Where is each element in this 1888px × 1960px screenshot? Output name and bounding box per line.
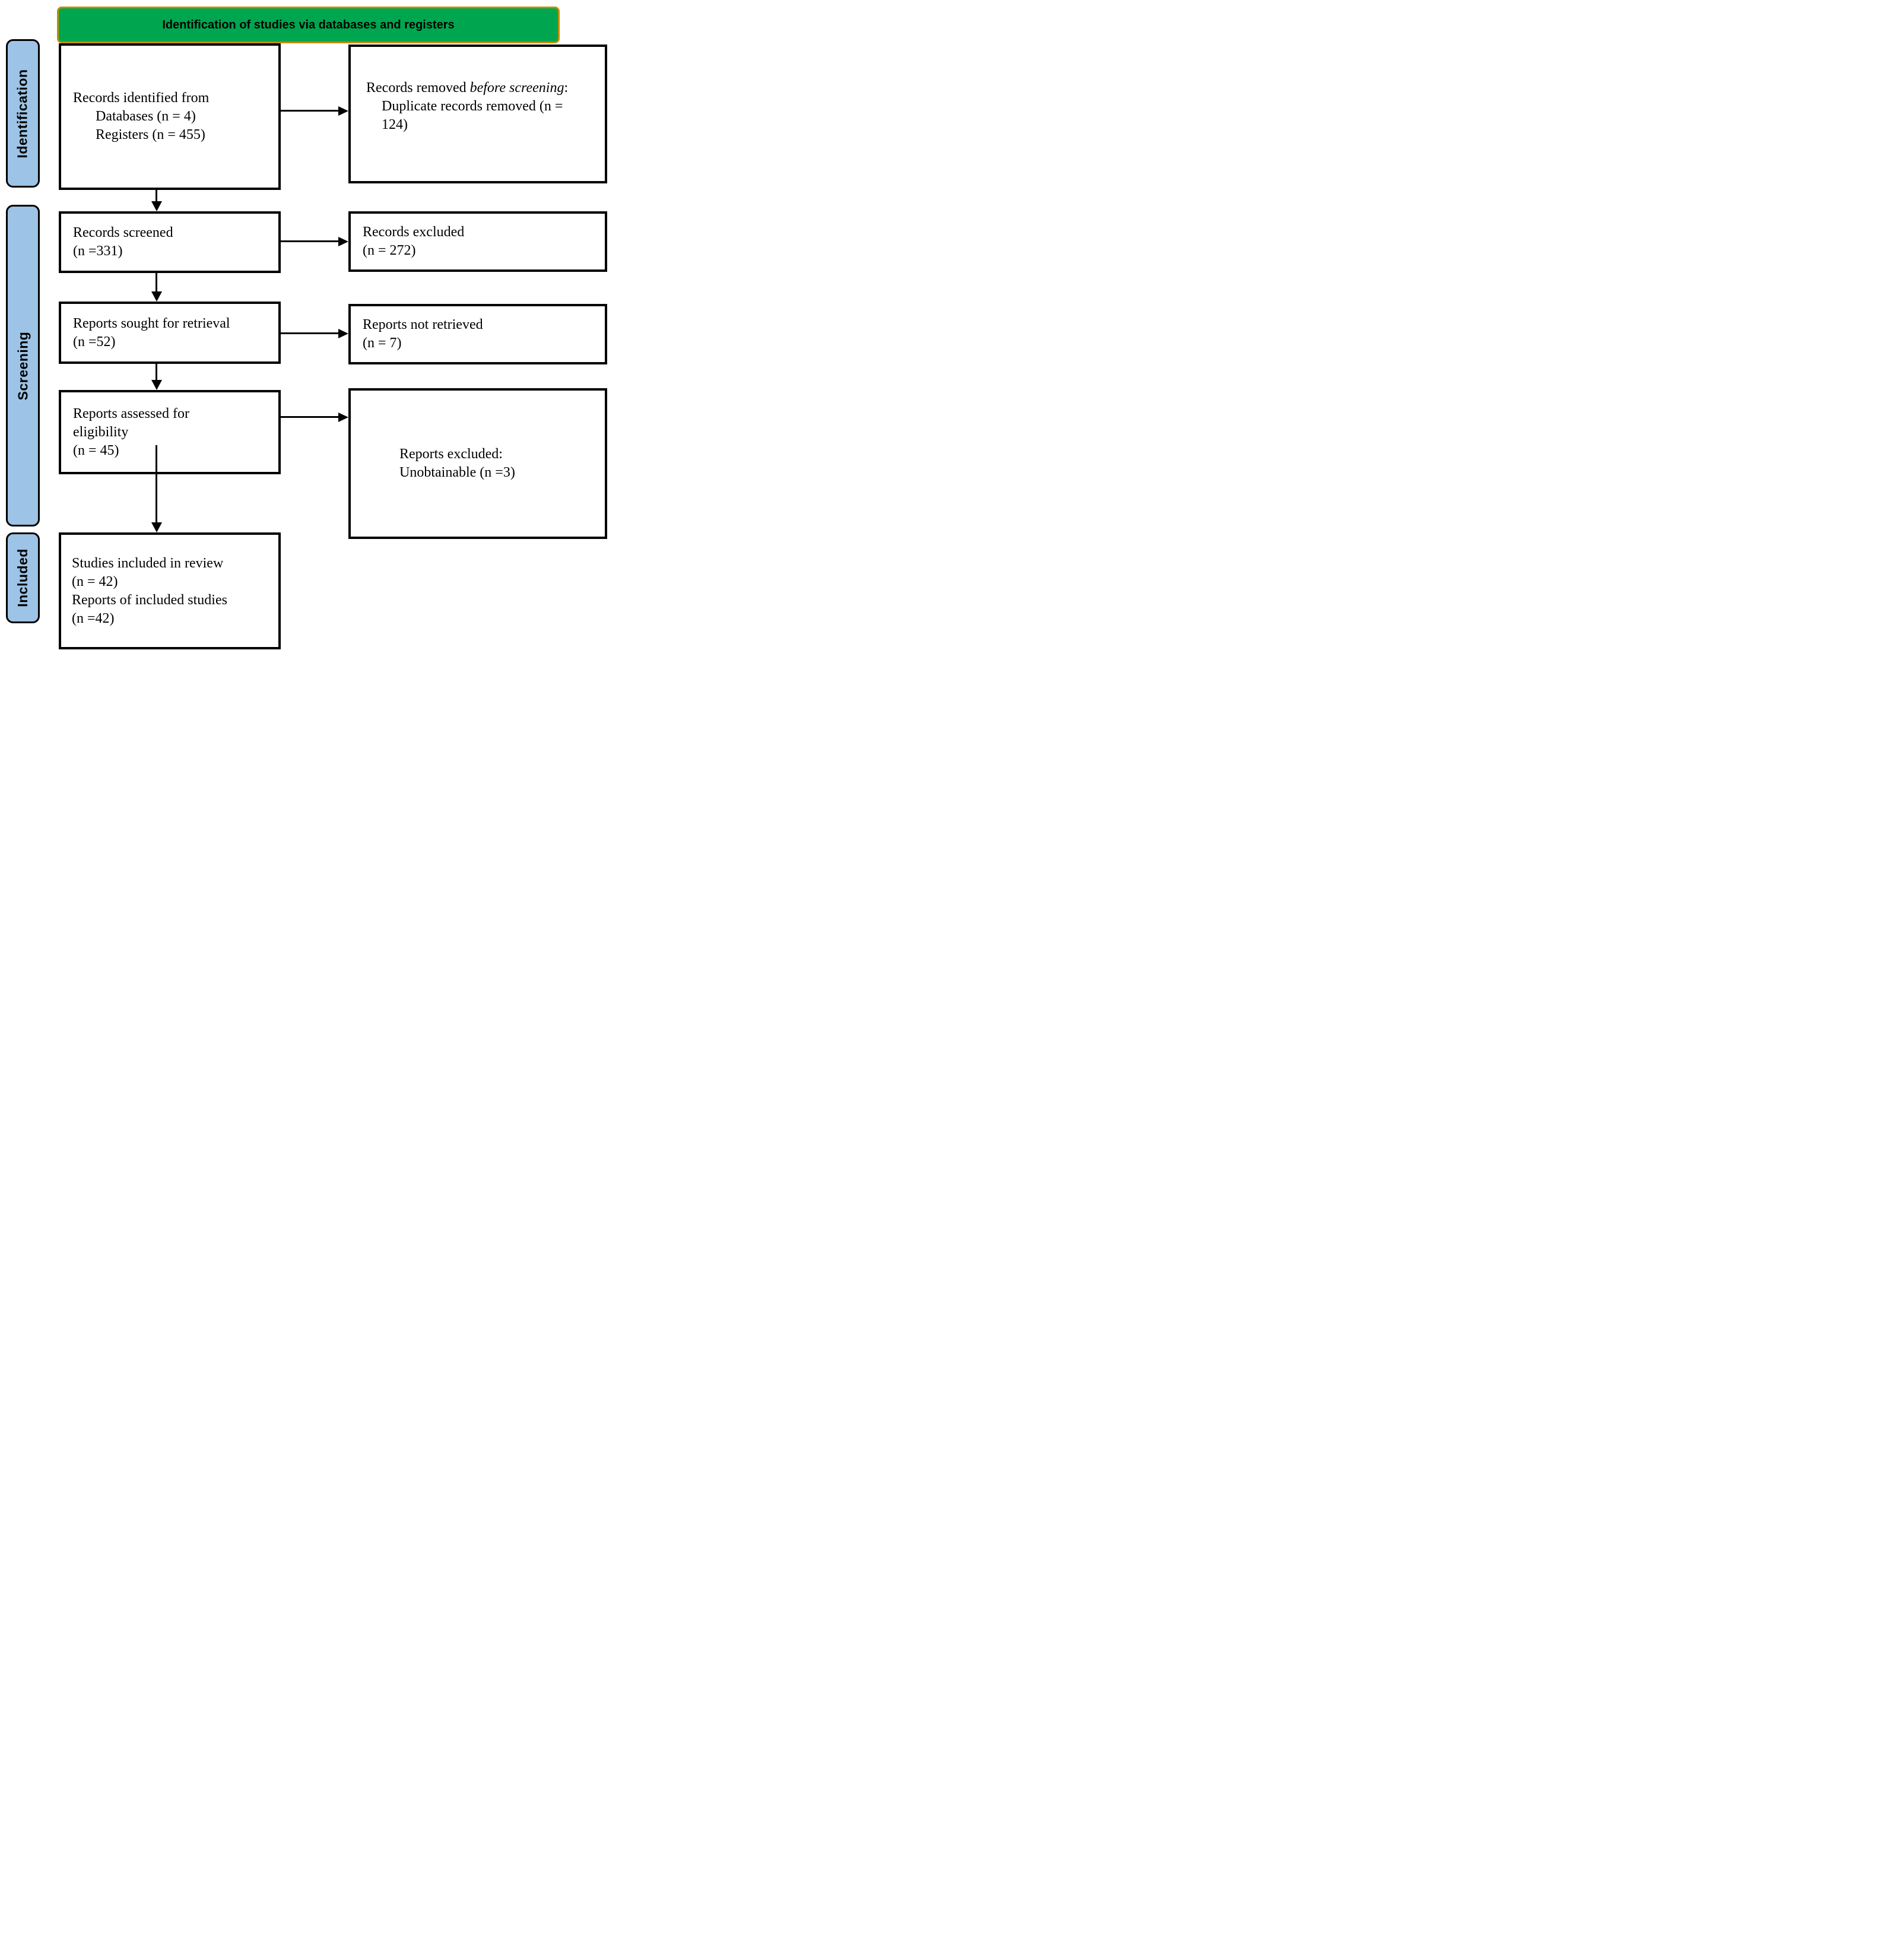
prisma-flow-diagram: Identification of studies via databases … (0, 0, 629, 653)
arrow-identified-to-screened-line (156, 190, 157, 203)
rail-screening-label: Screening (15, 331, 30, 400)
box-line: (n =331) (73, 243, 123, 259)
box-line: Databases (n = 4) (96, 109, 196, 124)
rail-included-label: Included (15, 548, 30, 607)
box-studies-included: Studies included in review (n = 42) Repo… (59, 532, 281, 649)
box-line: Reports of included studies (72, 592, 227, 608)
text-segment-italic: before screening (469, 80, 564, 96)
box-line: Unobtainable (n =3) (399, 465, 515, 480)
box-reports-excluded: Reports excluded: Unobtainable (n =3) (348, 388, 607, 539)
box-line: (n =52) (73, 334, 116, 350)
box-reports-sought: Reports sought for retrieval (n =52) (59, 302, 281, 364)
box-line: Records excluded (363, 224, 465, 240)
header-banner: Identification of studies via databases … (57, 7, 560, 43)
arrow-screened-to-sought-line (156, 273, 157, 293)
box-line: Reports excluded: (399, 446, 503, 462)
box-line: (n = 272) (363, 243, 416, 258)
rail-included: Included (6, 532, 40, 623)
box-line: Reports assessed for (73, 405, 189, 421)
box-line: Registers (n = 455) (96, 127, 205, 142)
box-records-excluded: Records excluded (n = 272) (348, 211, 607, 272)
arrow-identified-to-removed-line (281, 110, 339, 112)
box-line: Records screened (73, 225, 173, 240)
box-line: Reports not retrieved (363, 317, 483, 332)
box-line: eligibility (73, 424, 129, 440)
box-line: (n = 42) (72, 573, 118, 589)
box-line: Records identified from (73, 90, 210, 106)
text-segment: : (564, 80, 569, 96)
arrow-screened-to-excluded-head (338, 237, 348, 246)
box-records-removed: Records removed before screening: Duplic… (348, 45, 607, 183)
arrow-sought-to-notretrieved-line (281, 332, 339, 334)
header-title: Identification of studies via databases … (162, 18, 455, 31)
arrow-identified-to-screened-head (151, 201, 162, 211)
box-line: Studies included in review (72, 555, 224, 571)
arrow-screened-to-excluded-line (281, 240, 339, 242)
box-reports-assessed: Reports assessed for eligibility (n = 45… (59, 390, 281, 474)
arrow-sought-to-notretrieved-head (338, 329, 348, 338)
arrow-assessed-to-reportsexcluded-line (281, 416, 339, 418)
rail-screening: Screening (6, 205, 40, 527)
box-records-screened: Records screened (n =331) (59, 211, 281, 273)
arrow-screened-to-sought-head (151, 291, 162, 302)
text-segment: Records removed (366, 80, 470, 96)
rail-identification-label: Identification (15, 68, 30, 158)
arrow-sought-to-assessed-head (151, 380, 162, 390)
rail-identification: Identification (6, 39, 40, 188)
box-line: Duplicate records removed (n = (382, 98, 563, 114)
arrow-identified-to-removed-head (338, 106, 348, 116)
box-line: Records removed before screening: (366, 79, 605, 97)
arrow-assessed-to-reportsexcluded-head (338, 413, 348, 422)
arrow-sought-to-assessed-line (156, 364, 157, 381)
box-line: (n = 45) (73, 442, 119, 458)
box-reports-not-retrieved: Reports not retrieved (n = 7) (348, 304, 607, 364)
box-line: Reports sought for retrieval (73, 315, 230, 331)
arrow-assessed-to-included-head (151, 522, 162, 532)
arrow-assessed-to-included-line (156, 445, 157, 524)
box-line: 124) (382, 116, 408, 132)
box-line: (n =42) (72, 610, 115, 626)
box-line: (n = 7) (363, 335, 402, 351)
box-records-identified: Records identified from Databases (n = 4… (59, 43, 281, 190)
